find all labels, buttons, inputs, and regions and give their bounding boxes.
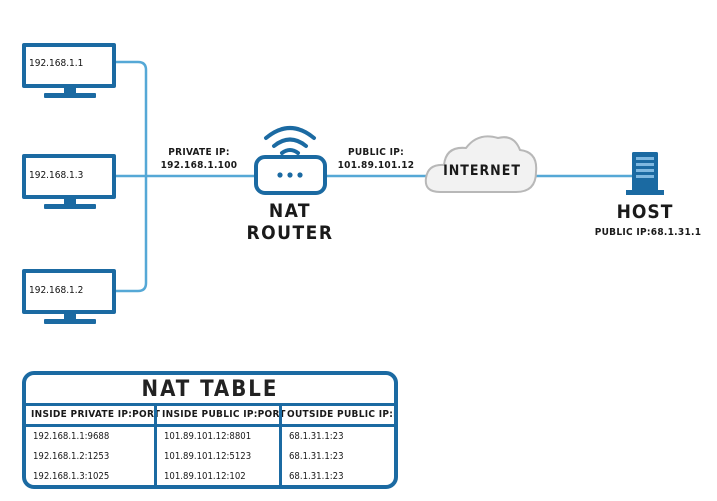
- private-ip-caption: PRIVATE IP:: [168, 147, 230, 158]
- nat-cell: 68.1.31.1:23: [289, 471, 344, 482]
- internet-label: INTERNET: [443, 163, 521, 179]
- public-ip-value: 101.89.101.12: [337, 160, 415, 171]
- nat-cell: 101.89.101.12:5123: [164, 451, 252, 462]
- server-icon: [626, 152, 664, 195]
- public-ip-label: PUBLIC IP: 101.89.101.12: [336, 146, 416, 172]
- host-name: HOST: [616, 201, 674, 223]
- nat-cell: 68.1.31.1:23: [289, 431, 344, 442]
- router-name: NAT ROUTER: [246, 200, 334, 244]
- computer-2-icon: [22, 154, 116, 209]
- nat-table-grid: INSIDE PRIVATE IP:PORT 192.168.1.1:9688 …: [26, 403, 394, 485]
- nat-table-title: NAT TABLE: [141, 377, 279, 402]
- nat-header-cell: INSIDE PUBLIC IP:PORT: [157, 406, 285, 427]
- private-ip-label: PRIVATE IP: 192.168.1.100: [158, 146, 240, 172]
- computer-3-ip: 192.168.1.2: [29, 285, 84, 296]
- nat-table: NAT TABLE INSIDE PRIVATE IP:PORT 192.168…: [22, 371, 398, 489]
- nat-cell: 101.89.101.12:102: [164, 471, 246, 482]
- internet-cloud-icon: [424, 135, 538, 193]
- nat-cell: 68.1.31.1:23: [289, 451, 344, 462]
- private-ip-value: 192.168.1.100: [160, 160, 238, 171]
- nat-column-outside-public: OUTSIDE PUBLIC IP:PORT 68.1.31.1:23 68.1…: [279, 403, 394, 485]
- nat-column-inside-public: INSIDE PUBLIC IP:PORT 101.89.101.12:8801…: [154, 403, 285, 485]
- nat-column-inside-private: INSIDE PRIVATE IP:PORT 192.168.1.1:9688 …: [26, 403, 160, 485]
- connection-lines: [116, 60, 632, 293]
- nat-cell: 101.89.101.12:8801: [164, 431, 252, 442]
- nat-header-cell: INSIDE PRIVATE IP:PORT: [26, 406, 160, 427]
- public-ip-caption: PUBLIC IP:: [347, 147, 405, 158]
- computer-3-icon: [22, 269, 116, 324]
- nat-cell: 192.168.1.1:9688: [33, 431, 110, 442]
- nat-cell: 192.168.1.3:1025: [33, 471, 110, 482]
- router-icon: [254, 126, 327, 195]
- computer-2-ip: 192.168.1.3: [29, 170, 84, 181]
- nat-header-cell: OUTSIDE PUBLIC IP:PORT: [282, 406, 394, 427]
- computer-1-ip: 192.168.1.1: [29, 58, 84, 69]
- host-public-ip: PUBLIC IP:68.1.31.1: [594, 227, 702, 238]
- computer-1-icon: [22, 43, 116, 98]
- nat-cell: 192.168.1.2:1253: [33, 451, 110, 462]
